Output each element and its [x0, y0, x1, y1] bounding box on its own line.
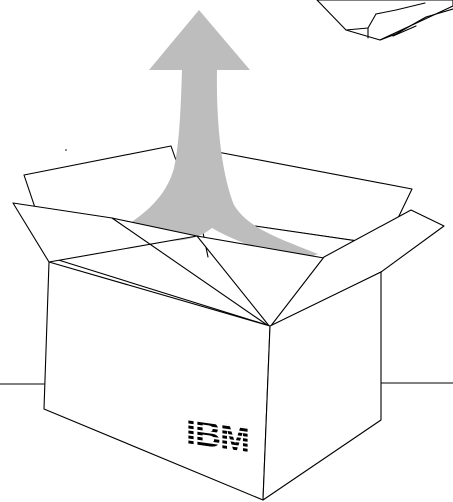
box-front-flaps [12, 202, 445, 335]
logo-text: IBM [186, 410, 249, 460]
box-body [43, 261, 382, 501]
small-box-corner-icon [316, 0, 453, 41]
ibm-logo: IBM IBM [186, 410, 249, 460]
up-arrow-icon [108, 10, 318, 262]
stray-dot [65, 149, 67, 151]
